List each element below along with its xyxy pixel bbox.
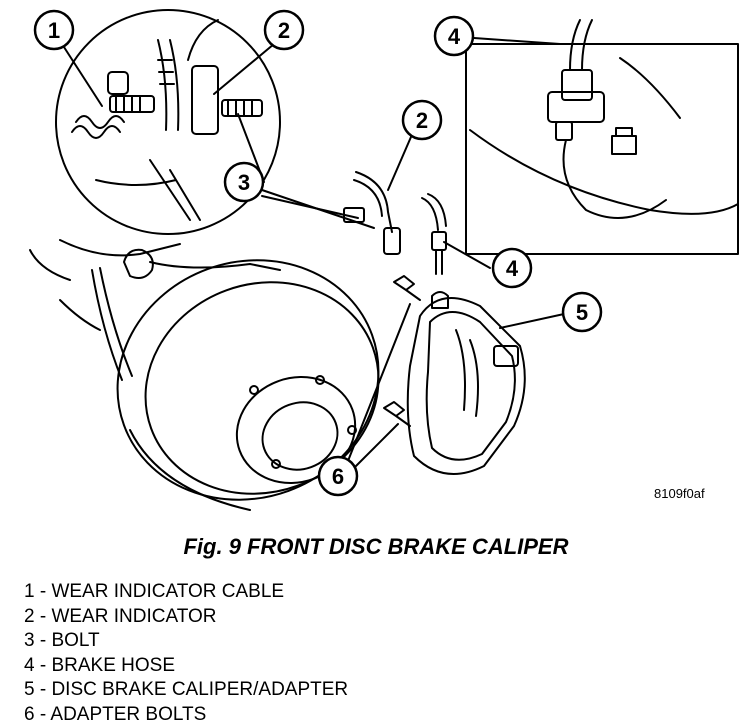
callout-1: 1: [33, 9, 75, 51]
callout-1-number: 1: [48, 18, 60, 43]
callout-6-number: 6: [332, 464, 344, 489]
steering-knuckle: [29, 239, 281, 381]
parts-legend: 1 - WEAR INDICATOR CABLE 2 - WEAR INDICA…: [24, 580, 348, 727]
disc-brake-caliper: [406, 291, 526, 475]
image-code: 8109f0af: [654, 486, 705, 501]
detail-circle-left: [55, 9, 281, 235]
callouts: 1 2 3 4 2 4 5: [33, 9, 603, 497]
callout-2-top-number: 2: [278, 18, 290, 43]
legend-item: 5 - DISC BRAKE CALIPER/ADAPTER: [24, 679, 349, 700]
callout-3-number: 3: [238, 170, 250, 195]
legend-item: 2 - WEAR INDICATOR: [24, 605, 217, 627]
callout-2-top: 2: [263, 9, 305, 51]
callout-6: 6: [317, 455, 359, 497]
wear-indicator-cable-detail: [71, 19, 263, 221]
brake-hose-part: [421, 193, 447, 275]
callout-4-top: 4: [433, 15, 475, 57]
callout-2-mid-number: 2: [416, 108, 428, 133]
figure-title: Fig. 9 FRONT DISC BRAKE CALIPER: [183, 534, 569, 559]
brake-caliper-illustration: 1 2 3 4 2 4 5: [29, 9, 739, 511]
callout-4-mid-number: 4: [506, 256, 519, 281]
callout-2-mid: 2: [401, 99, 443, 141]
adapter-bolts: [383, 275, 421, 427]
detail-box-right: [465, 43, 739, 255]
callout-5: 5: [561, 291, 603, 333]
callout-4-top-number: 4: [448, 24, 461, 49]
callout-3: 3: [223, 161, 265, 203]
legend-item: 1 - WEAR INDICATOR CABLE: [24, 581, 285, 602]
callout-5-number: 5: [576, 300, 588, 325]
brake-hose-detail: [469, 19, 739, 219]
brake-rotor: [116, 259, 380, 511]
wear-indicator-part: [343, 171, 401, 255]
callout-4-mid: 4: [491, 247, 533, 289]
legend-item: 4 - BRAKE HOSE: [24, 654, 175, 676]
legend-item: 6 - ADAPTER BOLTS: [24, 703, 207, 725]
legend-item: 3 - BOLT: [24, 630, 100, 651]
